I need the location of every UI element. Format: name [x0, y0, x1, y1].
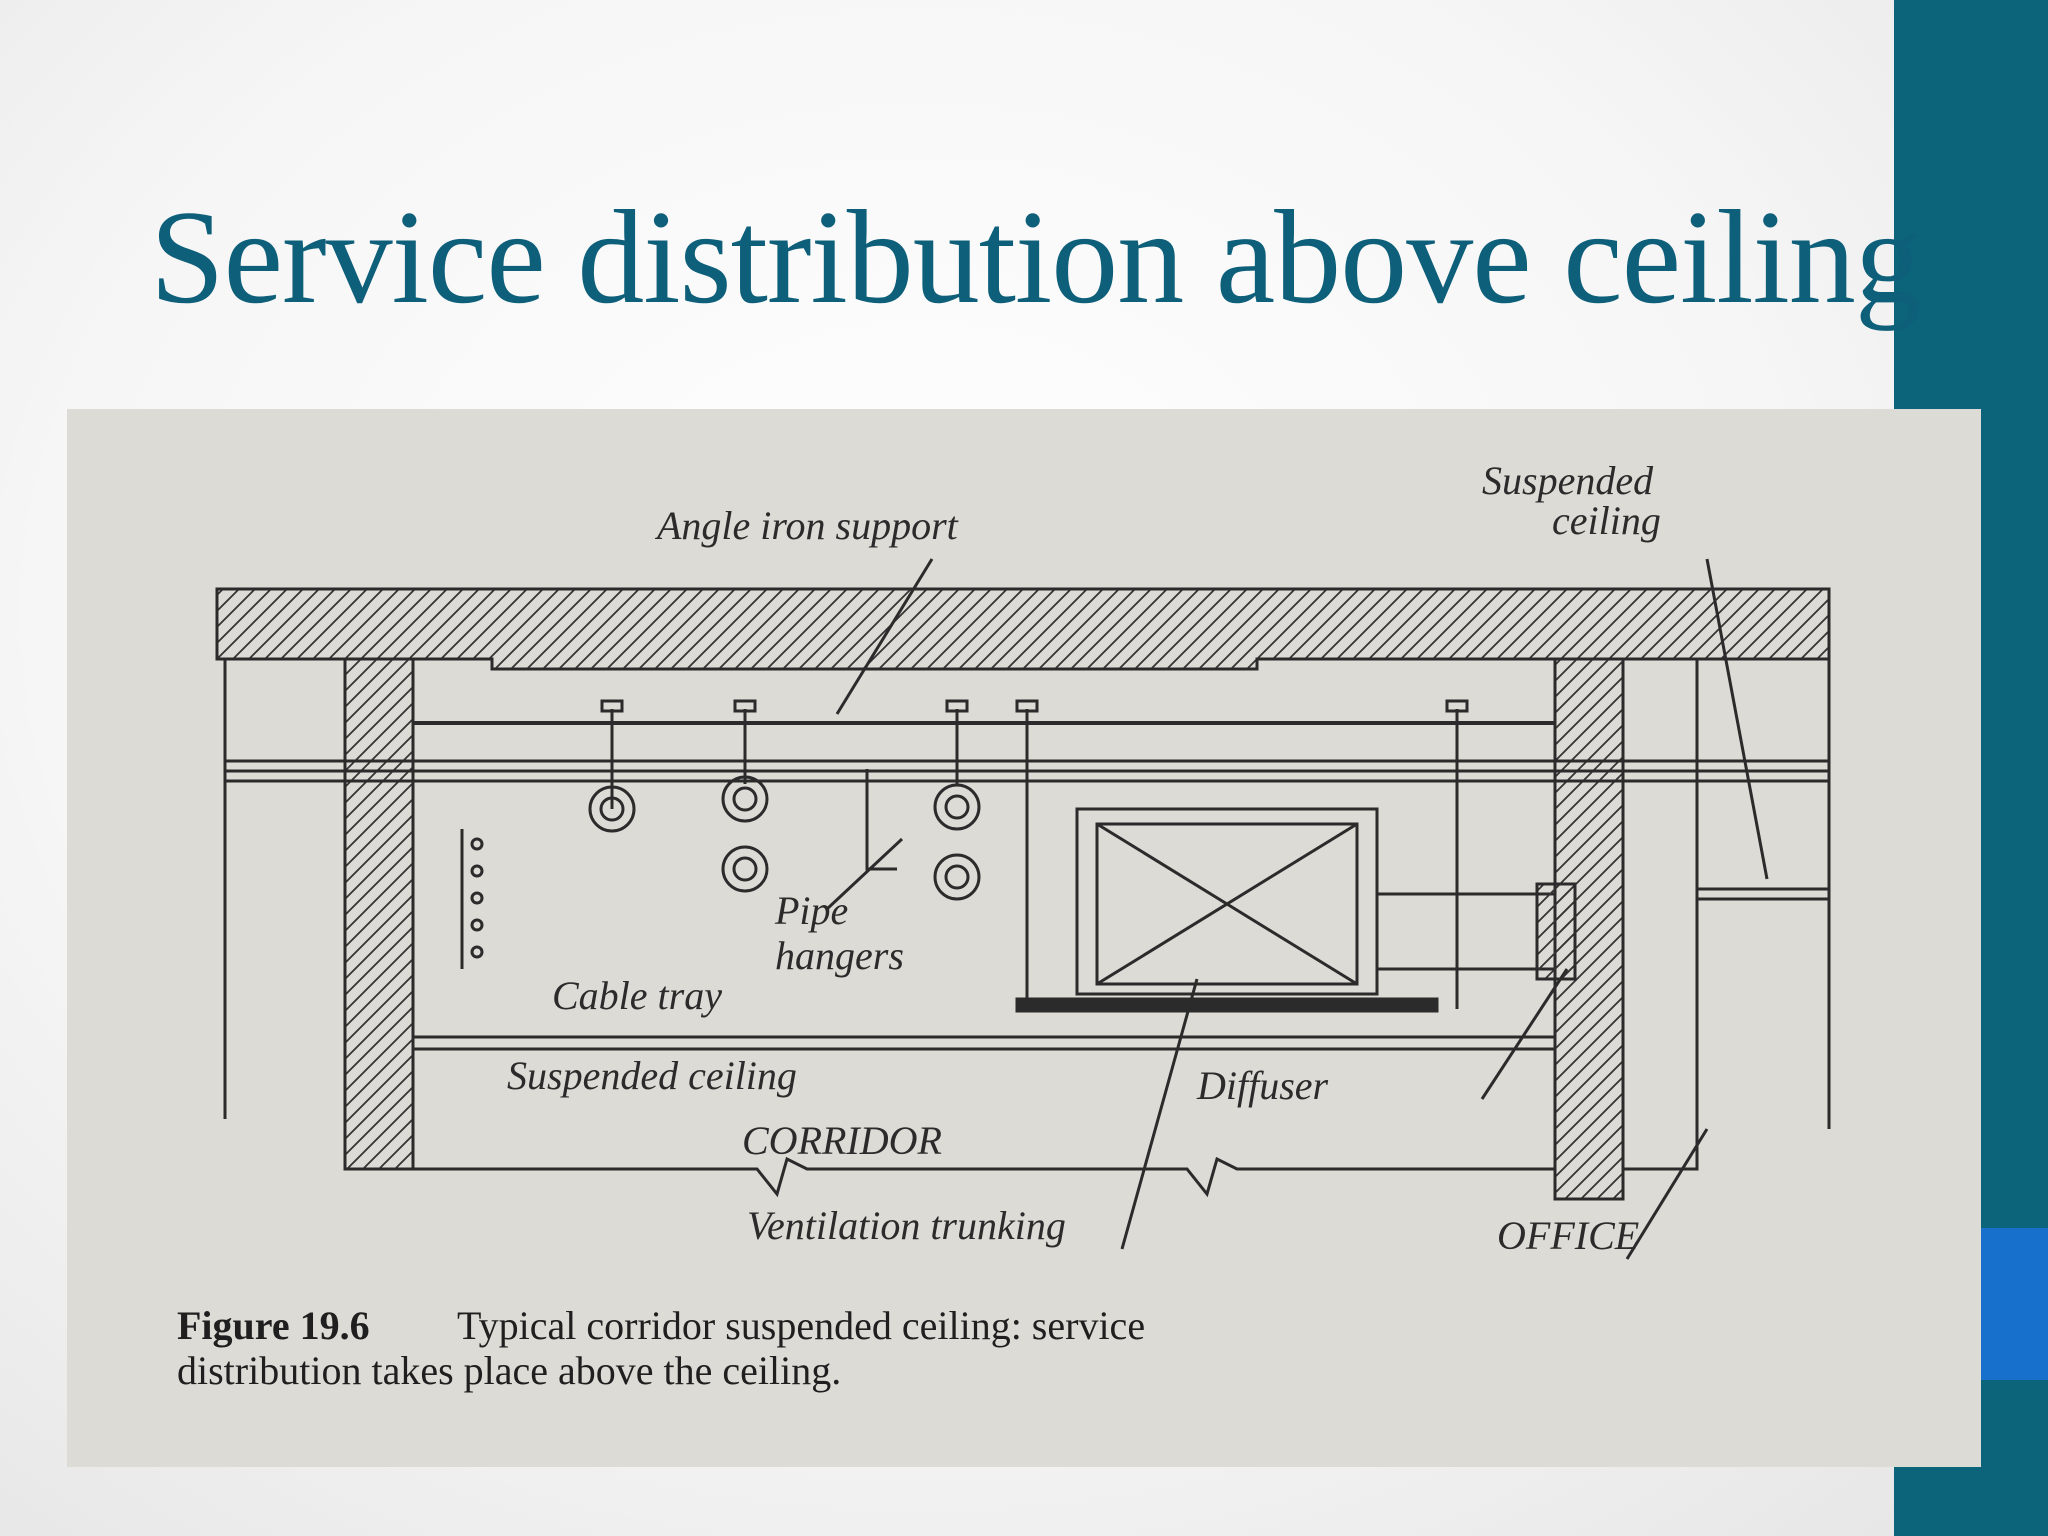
pipe-hangers	[588, 699, 1469, 1009]
label-ventilation-trunking: Ventilation trunking	[747, 1203, 1066, 1248]
label-diffuser: Diffuser	[1196, 1063, 1329, 1108]
ventilation-trunking-outer	[1075, 807, 1379, 996]
side-accent-block	[1976, 1228, 2048, 1380]
corridor-break-line	[413, 1156, 1555, 1198]
top-slab	[215, 587, 1831, 671]
label-hangers: hangers	[775, 933, 904, 978]
trunking-cross-2	[1096, 822, 1358, 986]
ventilation-trunking-inner	[1095, 822, 1359, 986]
caption-line-1: Typical corridor suspended ceiling: serv…	[457, 1303, 1145, 1348]
slide-title: Service distribution above ceiling	[150, 183, 1922, 331]
figure-caption: Figure 19.6 Typical corridor suspended c…	[177, 1303, 1145, 1393]
right-wall-office	[1623, 657, 1699, 1171]
diagram-drawing	[215, 558, 1831, 1260]
label-corridor: CORRIDOR	[742, 1118, 942, 1163]
trunking-support	[1015, 997, 1439, 1013]
cable-tray	[460, 829, 484, 969]
label-suspended-ceiling-right-2: ceiling	[1552, 498, 1661, 543]
label-suspended-ceiling: Suspended ceiling	[507, 1053, 797, 1098]
left-wall	[343, 657, 415, 1171]
office-wall	[1697, 657, 1831, 1129]
caption-line-2: distribution takes place above the ceili…	[177, 1348, 841, 1393]
leader-arrows	[825, 558, 1769, 1260]
label-office: OFFICE	[1497, 1213, 1639, 1258]
label-angle-iron: Angle iron support	[654, 503, 959, 548]
diffuser	[1535, 882, 1577, 981]
diagram-svg: Angle iron support Suspended ceiling Pip…	[67, 409, 1981, 1467]
branch-duct	[1377, 892, 1555, 971]
diagram-labels: Angle iron support Suspended ceiling Pip…	[507, 458, 1661, 1258]
caption-number: Figure 19.6	[177, 1303, 370, 1348]
figure-photo: Angle iron support Suspended ceiling Pip…	[67, 409, 1981, 1467]
label-suspended-ceiling-right-1: Suspended	[1482, 458, 1654, 503]
label-pipe: Pipe	[774, 888, 848, 933]
label-cable-tray: Cable tray	[552, 973, 722, 1018]
